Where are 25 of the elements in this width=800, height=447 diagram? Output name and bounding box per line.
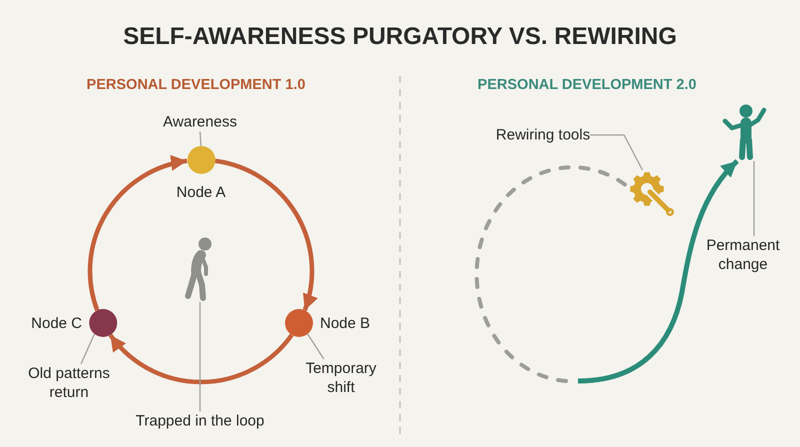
callout-text: Temporary shift	[298, 359, 384, 397]
callout-text: Awareness	[163, 112, 237, 132]
section-heading: PERSONAL DEVELOPMENT 2.0	[478, 77, 696, 93]
node-label: Node B	[320, 314, 370, 332]
cycle-arrow	[88, 156, 188, 311]
cycle-arrow	[108, 334, 294, 384]
callout-text: Trapped in the loop	[136, 412, 264, 430]
leader-line	[199, 302, 201, 412]
node-label: Node A	[176, 183, 226, 202]
section-heading: PERSONAL DEVELOPMENT 1.0	[86, 77, 306, 93]
growth-arrow	[578, 159, 739, 384]
callout-text: Rewiring tools	[496, 126, 590, 144]
leader-line	[307, 334, 324, 360]
person-arms-raised-icon	[722, 104, 768, 161]
gear-wrench-icon	[628, 170, 676, 218]
dashed-loop-line	[474, 165, 630, 383]
callout-text: Old patterns return	[19, 364, 119, 402]
leader-line	[753, 161, 755, 236]
diagram-title: SELF-AWARENESS PURGATORY VS. REWIRING	[123, 23, 677, 51]
callout-text: Permanent change	[697, 236, 789, 274]
leader-line	[199, 131, 202, 146]
leader-line	[80, 334, 95, 364]
leader-line	[590, 134, 643, 170]
node-label: Node C	[31, 314, 82, 332]
cycle-arrow	[214, 158, 318, 311]
